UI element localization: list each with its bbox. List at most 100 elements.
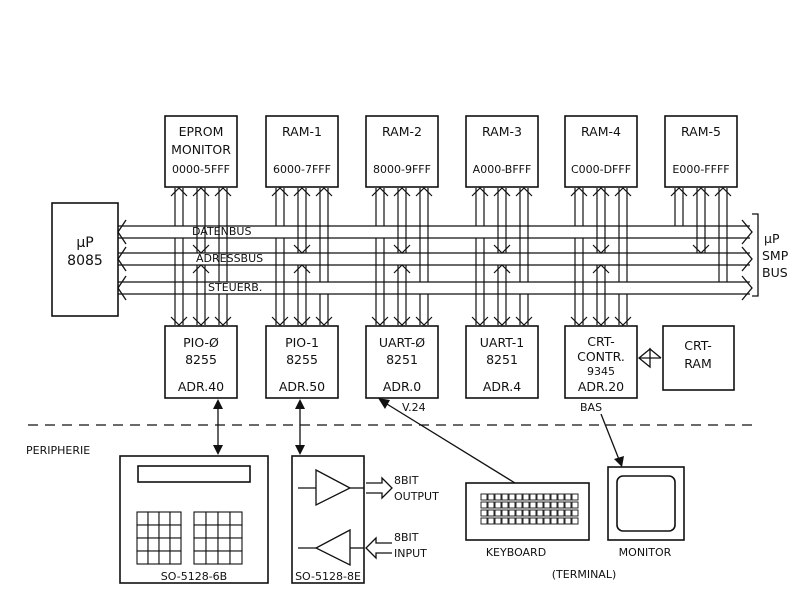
keypad-key [158,511,171,526]
keypad-key [205,537,219,552]
keyboard-key [529,509,537,517]
keypad-key [158,550,171,565]
input-label-line1: 8BIT [394,531,419,544]
ram-2-name: RAM-2 [382,124,422,139]
keyboard-key [550,509,558,517]
crt-ram-link-arrow [637,347,662,369]
keypad-key [147,511,160,526]
keyboard-key [494,501,502,509]
crt-ram-block: CRT- RAM [662,325,735,391]
pio-0-chip: 8255 [185,352,217,367]
bus-connector [371,238,389,326]
input-arrow [365,536,392,560]
pio-1-name: PIO-1 [285,335,319,350]
eprom-sub: MONITOR [171,142,231,157]
uart-1-addr: ADR.4 [483,379,521,394]
keyboard-key [487,493,495,501]
io-block-uart-1: UART-1 8251 ADR.4 [465,325,539,399]
keypad-key [147,537,160,552]
crt-contr-addr: ADR.20 [578,379,624,394]
output-arrow [366,476,393,500]
keyboard-key [480,501,488,509]
bas-label: BAS [580,401,602,414]
keyboard-key [515,509,523,517]
keyboard-key [480,517,488,525]
pio-0-name: PIO-Ø [183,335,219,350]
pio-1-addr: ADR.50 [279,379,325,394]
keyboard-key [536,509,544,517]
address-bus-label: ADRESSBUS [196,252,263,265]
io-block-pio-0: PIO-Ø 8255 ADR.40 [164,325,238,399]
keyboard-key [501,517,509,525]
keypad-key [136,511,149,526]
bus-connector [315,187,333,282]
v24-label: V.24 [402,401,426,414]
keyboard-key [487,501,495,509]
keyboard-key [536,493,544,501]
pio-1-chip: 8255 [286,352,318,367]
ram-4-name: RAM-4 [581,124,621,139]
data-bus-label: DATENBUS [192,225,251,238]
keypad-key [136,550,149,565]
keyboard-key [571,501,579,509]
memory-block-ram-1: RAM-1 6000-7FFF [265,115,339,188]
keypad-key [193,511,207,526]
keypad-key [158,537,171,552]
bus-connector [315,294,333,326]
keyboard-key [508,509,516,517]
keyboard-key [536,517,544,525]
ram-1-addr: 6000-7FFF [273,163,331,176]
io-block-crt-controller: CRT- CONTR. 9345 ADR.20 [564,325,638,399]
keyboard-key [571,509,579,517]
terminal-label: (TERMINAL) [552,568,617,581]
keypad-key [147,550,160,565]
keyboard-key [522,493,530,501]
bus-connector [493,264,511,326]
io-block-uart-0: UART-Ø 8251 ADR.0 [365,325,439,399]
keyboard-key [571,493,579,501]
bas-link [600,413,624,467]
bus-connector [471,187,489,226]
keyboard-key [494,517,502,525]
keyboard-key [480,509,488,517]
ram-5-name: RAM-5 [681,124,721,139]
monitor-label: MONITOR [619,546,672,559]
keypad-key [136,524,149,539]
keyboard-key [508,501,516,509]
peripheral-section-label: PERIPHERIE [26,444,90,457]
uart-0-name: UART-Ø [379,335,425,350]
bus-connector [515,294,533,326]
keypad-key [229,511,243,526]
memory-block-ram-2: RAM-2 8000-9FFF [365,115,439,188]
keyboard-key [487,517,495,525]
crt-contr-sub: 9345 [587,365,615,378]
keyboard-label: KEYBOARD [486,546,546,559]
bus-connector [214,294,232,326]
keypad-key [217,511,231,526]
keyboard-key [515,517,523,525]
keyboard-key [494,509,502,517]
keyboard-key [543,501,551,509]
smp-bus-label: µP SMP BUS [762,231,789,280]
keyboard-key [557,517,565,525]
ram-3-addr: A000-BFFF [473,163,532,176]
keyboard-key [501,493,509,501]
keypad-keys [136,511,243,565]
keyboard-key [522,509,530,517]
keypad-key [217,550,231,565]
keyboard-key [564,493,572,501]
keypad-key [169,524,182,539]
keyboard-key [550,517,558,525]
keyboard-key [529,493,537,501]
bus-connector [692,187,710,254]
keyboard-key [494,493,502,501]
bus-connector [192,264,210,326]
keypad-key [169,511,182,526]
keyboard-key [508,493,516,501]
memory-block-ram-3: RAM-3 A000-BFFF [465,115,539,188]
bus-connector [393,187,411,254]
output-label-line2: OUTPUT [394,490,439,503]
keypad-key [205,550,219,565]
bus-connector [570,187,588,226]
keyboard-key [543,509,551,517]
